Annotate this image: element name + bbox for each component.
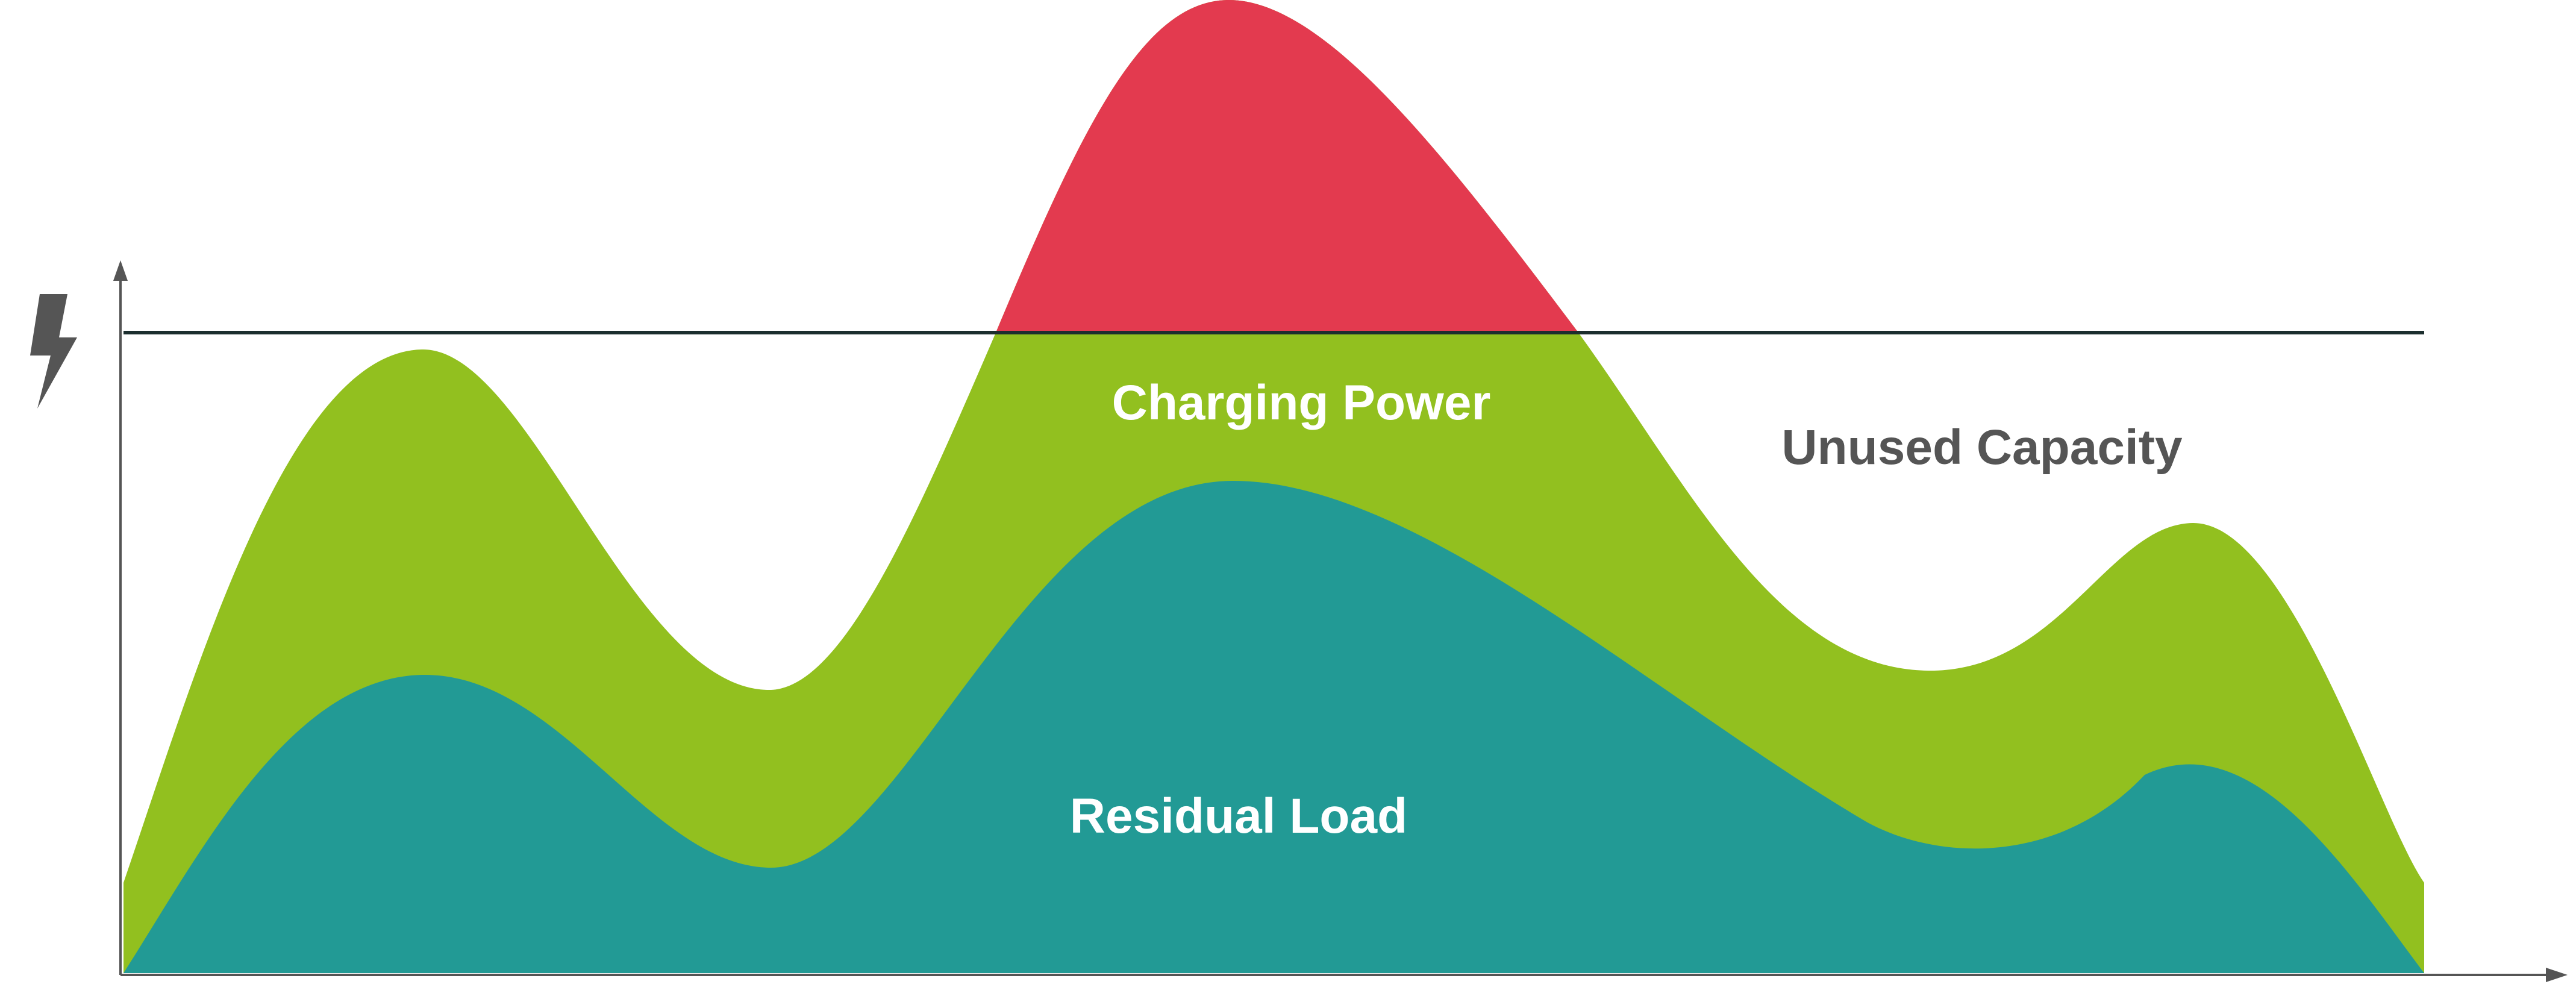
residual-load-label: Residual Load	[1070, 789, 1407, 844]
x-axis-arrow	[2546, 968, 2568, 982]
unused-capacity-label: Unused Capacity	[1781, 420, 2183, 475]
lightning-bolt-icon	[30, 294, 77, 409]
y-axis-arrow	[113, 260, 128, 281]
residual-load-area	[123, 480, 2424, 973]
charging-power-label: Charging Power	[1112, 375, 1491, 430]
over-capacity-area	[995, 0, 1579, 333]
